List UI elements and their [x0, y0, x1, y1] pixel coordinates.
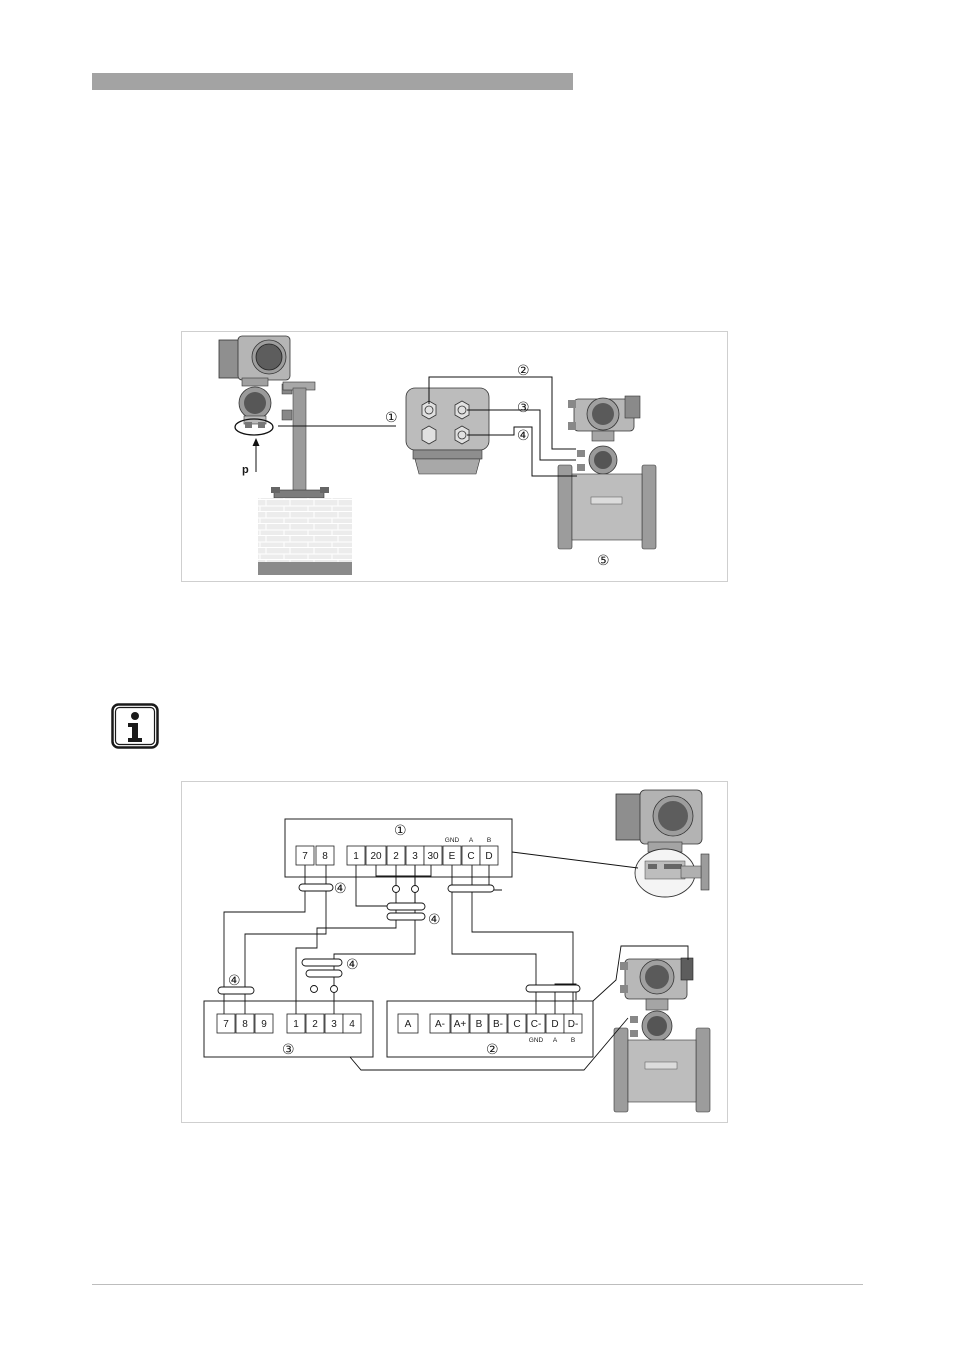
terminal-b2-a-minus: A- [435, 1019, 445, 1030]
marker-2: ② [517, 362, 530, 378]
terminal-b1-1: 1 [353, 851, 359, 862]
terminal-b2-b-minus: B- [493, 1019, 503, 1030]
transmitter-pole-mounted [219, 336, 292, 428]
terminal-b2-a-plus: A+ [454, 1019, 467, 1030]
installation-diagram: p [182, 332, 727, 581]
terminal-b2-c-minus: C- [531, 1019, 542, 1030]
footer-rule [92, 1284, 863, 1285]
junction-box [406, 388, 489, 474]
terminal-b2-a: A [405, 1019, 412, 1030]
terminal-b3-9: 9 [261, 1019, 267, 1030]
wiring-diagram: 7 8 1 20 2 3 30 E C D GND A B 7 8 9 1 2 … [182, 782, 727, 1122]
terminal-b3-3: 3 [331, 1019, 337, 1030]
transmitter-top [616, 790, 709, 897]
marker-4: ④ [517, 427, 530, 443]
sublabel-b2-gnd: GND [529, 1037, 544, 1044]
flowmeter [558, 396, 656, 549]
terminal-b1-c: C [467, 851, 474, 862]
sublabel-b2-a: A [553, 1037, 558, 1044]
marker-3: ③ [517, 399, 530, 415]
marker-box-3: ③ [282, 1041, 295, 1057]
terminal-b3-2: 2 [312, 1019, 318, 1030]
terminal-b1-e: E [449, 851, 456, 862]
terminal-b1-d: D [485, 851, 492, 862]
marker-box-1: ① [394, 822, 407, 838]
marker-1: ① [385, 409, 398, 425]
terminal-b3-8: 8 [242, 1019, 248, 1030]
pressure-label: p [242, 464, 249, 476]
marker-shield-d: ④ [228, 972, 241, 988]
marker-shield-a: ④ [334, 880, 347, 896]
terminal-b2-d: D [551, 1019, 558, 1030]
terminal-b2-c: C [513, 1019, 520, 1030]
sublabel-b2-b: B [571, 1037, 575, 1044]
marker-box-2: ② [486, 1041, 499, 1057]
mounting-pole [258, 382, 352, 575]
terminal-b1-3: 3 [412, 851, 418, 862]
sublabel-b1-a: A [469, 837, 474, 844]
marker-5: ⑤ [597, 552, 610, 568]
header-bar [92, 73, 573, 90]
marker-shield-c: ④ [346, 956, 359, 972]
terminal-b1-2: 2 [393, 851, 399, 862]
cable-shields [218, 884, 580, 994]
sublabel-b1-gnd: GND [445, 837, 460, 844]
terminal-b3-1: 1 [293, 1019, 299, 1030]
info-icon [111, 703, 159, 749]
terminal-b3-7: 7 [223, 1019, 229, 1030]
marker-shield-b: ④ [428, 911, 441, 927]
terminal-b3-4: 4 [349, 1019, 355, 1030]
terminal-b1-30: 30 [427, 851, 439, 862]
figure-wiring: 7 8 1 20 2 3 30 E C D GND A B 7 8 9 1 2 … [181, 781, 728, 1123]
terminal-b1-7: 7 [302, 851, 308, 862]
terminal-b2-b: B [476, 1019, 483, 1030]
figure-installation: p [181, 331, 728, 582]
sublabel-b1-b: B [487, 837, 491, 844]
terminal-b1-20: 20 [370, 851, 382, 862]
terminal-b2-d-minus: D- [568, 1019, 579, 1030]
terminal-b1-8: 8 [322, 851, 328, 862]
flowmeter-bottom [614, 958, 710, 1112]
